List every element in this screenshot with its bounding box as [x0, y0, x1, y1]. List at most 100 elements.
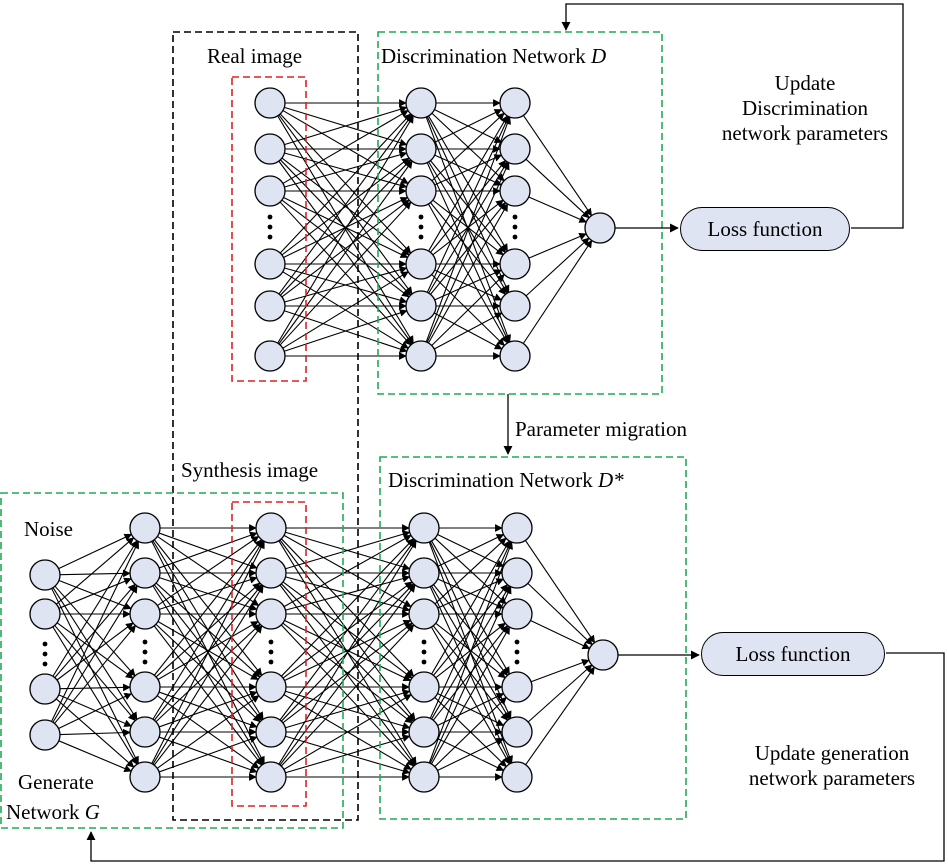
- ellipsis-dots: [418, 224, 424, 230]
- noise-node: [29, 673, 61, 705]
- edge-noise-to-g: [56, 537, 135, 605]
- disc-dstar-node: [408, 761, 440, 793]
- edge-dstar-to-output: [527, 582, 593, 646]
- edge-dstar-hidden: [437, 738, 505, 771]
- disc-dstar-node: [408, 557, 440, 589]
- update-gen-label: Update generation network parameters: [748, 741, 916, 791]
- disc-d-node: [499, 87, 531, 119]
- real-image-node: [254, 290, 286, 322]
- real-image-node: [254, 340, 286, 372]
- synthesis-node: [255, 557, 287, 589]
- edge-noise-to-g: [59, 569, 131, 578]
- dashed-boxes: [0, 31, 687, 829]
- edge-d-hidden: [426, 161, 510, 343]
- edge-g-hidden: [158, 531, 258, 569]
- edge-d-hidden: [434, 154, 503, 186]
- edge-real-to-d: [282, 271, 409, 349]
- edge-real-to-d: [284, 309, 408, 352]
- disc-network-dstar-title: Discrimination Network D*: [388, 468, 624, 492]
- ellipsis-dots: [267, 214, 273, 220]
- disc-network-d-box: [377, 31, 663, 395]
- edge-noise-to-g: [59, 683, 131, 692]
- noise-label: Noise: [24, 517, 73, 541]
- edge-dstar-to-output: [525, 666, 595, 766]
- edge-g-hidden: [157, 536, 260, 606]
- ellipsis-dots: [514, 659, 520, 665]
- edge-noise-to-g: [54, 625, 136, 722]
- real-image-label: Real image: [207, 44, 303, 68]
- edge-synth-to-dstar: [283, 694, 412, 770]
- edge-real-to-d: [284, 105, 408, 146]
- edge-dstar-hidden: [429, 540, 512, 719]
- edge-d-hidden: [428, 161, 508, 294]
- noise-node: [29, 719, 61, 751]
- arrow-update-discrimination: [561, 3, 904, 229]
- disc-network-d-title: Discrimination Network D: [381, 44, 607, 68]
- edge-g-hidden: [157, 621, 259, 680]
- disc-dstar-node: [501, 716, 533, 748]
- edge-d-hidden: [426, 115, 510, 293]
- ellipsis-dots: [142, 649, 148, 655]
- edge-g-hidden: [156, 695, 260, 769]
- synthesis-node: [255, 512, 287, 544]
- ellipsis-dots: [418, 234, 424, 240]
- disc-network-dstar-box: [379, 456, 687, 820]
- disc-dstar-node: [408, 671, 440, 703]
- generator-node: [129, 671, 161, 703]
- edge-d-to-output: [522, 239, 593, 344]
- real-image-node: [254, 133, 286, 165]
- ellipsis-dots: [42, 641, 48, 647]
- edge-d-hidden: [430, 160, 506, 253]
- edge-noise-to-g: [56, 622, 134, 679]
- real-image-node: [254, 175, 286, 207]
- edge-dstar-hidden: [434, 696, 507, 767]
- edge-noise-to-g: [59, 728, 131, 737]
- generate-network-box: [0, 492, 344, 829]
- disc-dstar-node: [408, 512, 440, 544]
- real-image-node: [254, 87, 286, 119]
- edge-d-hidden: [434, 269, 503, 301]
- flow-arrows: [86, 3, 945, 862]
- disc-dstar-node: [501, 761, 533, 793]
- disc-dstar-node: [501, 512, 533, 544]
- edge-d-to-output: [528, 196, 587, 223]
- edge-g-hidden: [152, 540, 264, 720]
- ellipsis-dots: [42, 661, 48, 667]
- edge-d-to-output: [528, 233, 587, 259]
- edge-synth-to-dstar: [282, 622, 413, 724]
- generator-node: [129, 716, 161, 748]
- edge-dstar-hidden: [437, 578, 504, 609]
- edge-d-hidden: [427, 203, 509, 344]
- edge-synth-to-dstar: [280, 624, 415, 767]
- network-g-label: Network G: [6, 800, 100, 824]
- ellipsis-dots: [142, 639, 148, 645]
- update-disc-label: Update Discrimination network parameters: [721, 71, 889, 146]
- image-input-box: [172, 31, 359, 821]
- disc-d-node: [499, 133, 531, 165]
- edge-synth-to-dstar: [281, 538, 415, 677]
- edge-d-to-output: [525, 158, 590, 219]
- ellipsis-dots: [268, 639, 274, 645]
- edge-d-hidden: [433, 312, 503, 350]
- ellipsis-dots: [512, 234, 518, 240]
- generate-label: Generate: [18, 770, 94, 794]
- edge-synth-to-dstar: [285, 734, 411, 774]
- edge-d-hidden: [430, 202, 506, 295]
- loss-function-top: Loss function: [680, 207, 850, 251]
- edge-real-to-d: [279, 201, 412, 346]
- disc-d-node: [405, 248, 437, 280]
- synthesis-image-box: [231, 501, 307, 807]
- edge-noise-to-g: [52, 626, 138, 765]
- synthesis-node: [255, 671, 287, 703]
- disc-dstar-output-node: [587, 639, 619, 671]
- ellipsis-dots: [512, 224, 518, 230]
- disc-d-node: [405, 290, 437, 322]
- network-edges: [51, 99, 596, 781]
- edge-noise-to-g: [58, 740, 132, 773]
- edge-d-hidden: [425, 116, 511, 343]
- synthesis-node: [255, 598, 287, 630]
- edge-noise-to-g: [58, 577, 132, 609]
- disc-d-node: [499, 340, 531, 372]
- edge-synth-to-dstar: [278, 540, 417, 765]
- ellipsis-dots: [268, 659, 274, 665]
